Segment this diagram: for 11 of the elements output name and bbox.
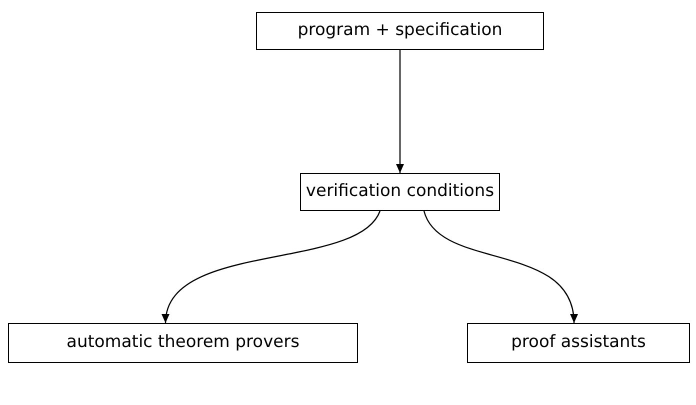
- box-label: automatic theorem provers: [66, 332, 300, 354]
- arrow: [163, 210, 380, 324]
- box-label: program + specification: [298, 20, 502, 42]
- process-box: [256, 12, 544, 50]
- process-box: [8, 323, 358, 363]
- process-box: [300, 173, 500, 211]
- arrow: [423, 210, 577, 324]
- process-box: [467, 323, 690, 363]
- arrow: [396, 50, 404, 173]
- box-label: proof assistants: [511, 332, 646, 354]
- box-label: verification conditions: [306, 181, 494, 203]
